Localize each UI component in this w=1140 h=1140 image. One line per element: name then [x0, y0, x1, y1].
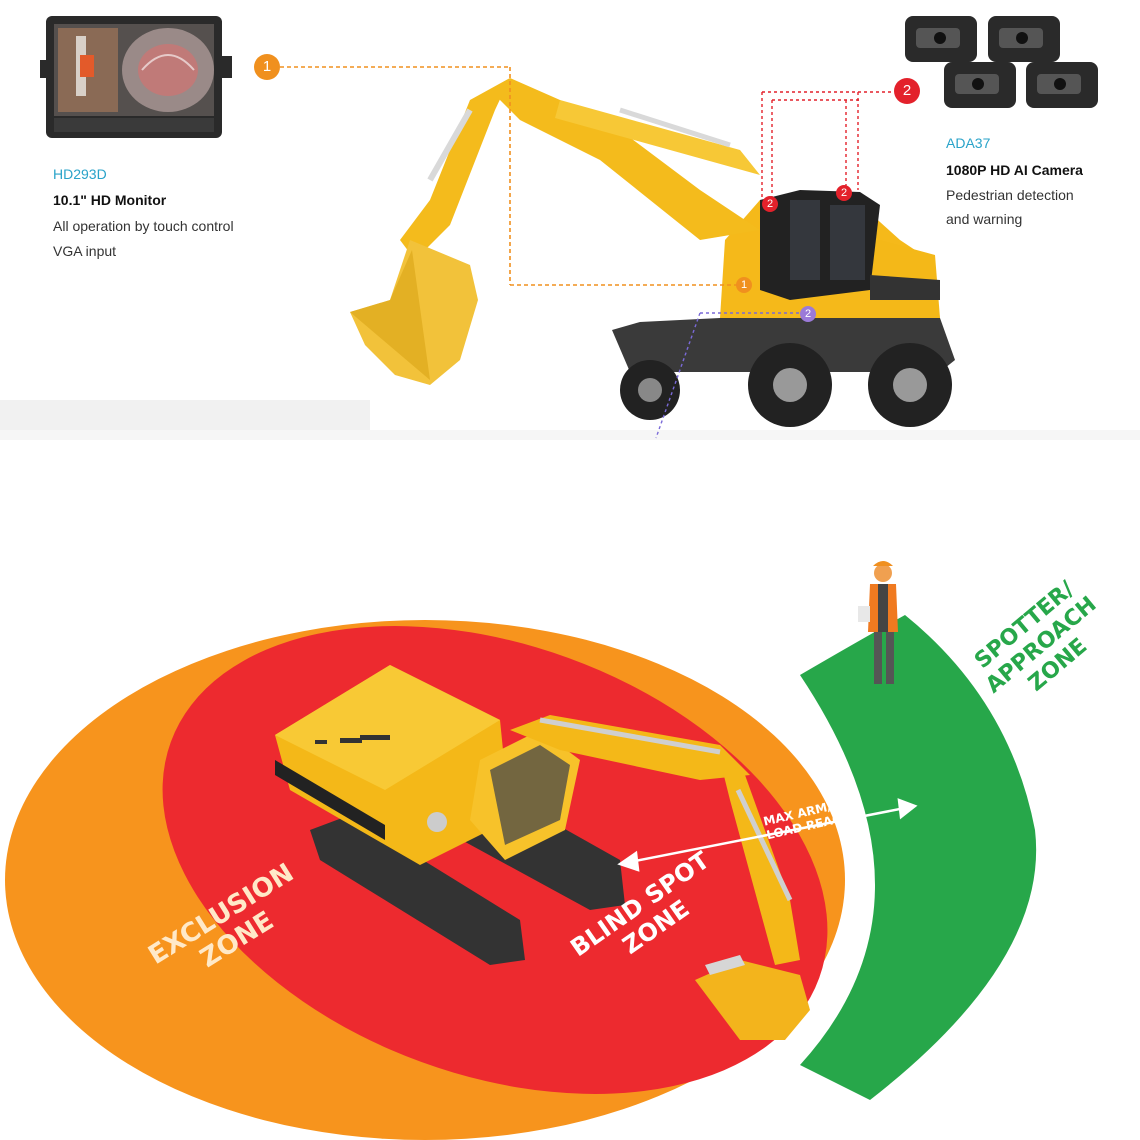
monitor-callout-badge: 1	[254, 54, 280, 80]
monitor-position-marker: 1	[736, 277, 752, 293]
camera-position-marker: 2	[800, 306, 816, 322]
camera-model-code: ADA37	[946, 135, 991, 151]
reach-arrow	[617, 798, 918, 872]
top-illustration	[0, 16, 1140, 440]
camera-callout-badge: 2	[894, 78, 920, 104]
zone-diagram	[5, 561, 1037, 1140]
wheeled-excavator-illustration	[350, 78, 955, 427]
monitor-model-code: HD293D	[53, 166, 107, 182]
monitor-title: 10.1" HD Monitor	[53, 192, 167, 208]
camera-callout-lines	[761, 91, 892, 200]
spotter-approach-zone	[800, 615, 1037, 1100]
camera-feature-2: and warning	[946, 211, 1023, 227]
camera-position-marker: 2	[762, 196, 778, 212]
worker-figure	[858, 561, 898, 684]
monitor-device-icon	[40, 16, 232, 138]
camera-feature-1: Pedestrian detection	[946, 187, 1074, 203]
camera-title: 1080P HD AI Camera	[946, 162, 1083, 178]
tracked-excavator-illustration	[275, 665, 810, 1040]
camera-devices-icon	[905, 16, 1098, 108]
monitor-feature-1: All operation by touch control	[53, 218, 234, 234]
camera-position-marker: 2	[836, 185, 852, 201]
monitor-callout-lines	[280, 66, 738, 286]
rear-camera-callout-lines	[655, 312, 800, 439]
monitor-feature-2: VGA input	[53, 243, 117, 259]
